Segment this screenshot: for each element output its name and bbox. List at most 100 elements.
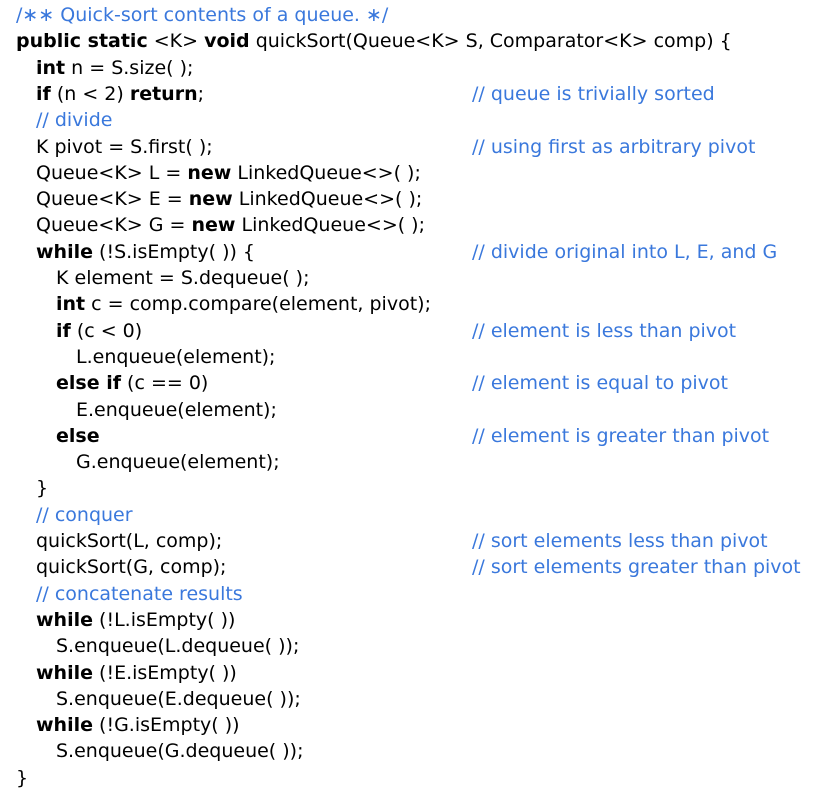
code-line: else if (c == 0) // element is equal to p… bbox=[0, 370, 835, 396]
keyword: else bbox=[56, 424, 100, 447]
code-text: S.enqueue(E.dequeue( )); bbox=[56, 686, 301, 712]
code-token: Queue<K> G = bbox=[36, 214, 192, 237]
code-text: Queue<K> E = new LinkedQueue<>( ); bbox=[36, 186, 422, 212]
code-token: G.enqueue(element); bbox=[76, 451, 280, 474]
code-token: S.enqueue(E.dequeue( )); bbox=[56, 687, 301, 710]
code-line: /∗∗ Quick-sort contents of a queue. ∗/ bbox=[0, 2, 835, 28]
code-text: if (c < 0) bbox=[56, 318, 142, 344]
code-text: else if (c == 0) bbox=[56, 370, 208, 396]
code-token: <K> bbox=[147, 30, 205, 53]
code-text: else bbox=[56, 423, 100, 449]
code-token: K element = S.dequeue( ); bbox=[56, 267, 310, 289]
comment-text: // divide bbox=[36, 109, 113, 132]
code-token: E.enqueue(element); bbox=[76, 398, 277, 421]
inline-comment: // using first as arbitrary pivot bbox=[472, 135, 756, 158]
inline-comment: // sort elements greater than pivot bbox=[472, 556, 801, 579]
code-token: LinkedQueue<>( ); bbox=[235, 214, 425, 237]
code-line: while (!S.isEmpty( )) { // divide origina… bbox=[0, 239, 835, 265]
code-token: (c == 0) bbox=[121, 372, 209, 395]
code-text: } bbox=[16, 765, 28, 791]
keyword: new bbox=[191, 214, 236, 237]
code-line: while (!E.isEmpty( )) bbox=[0, 660, 835, 686]
code-text: while (!S.isEmpty( )) { bbox=[36, 239, 255, 265]
code-line: if (n < 2) return; // queue is trivially … bbox=[0, 81, 835, 107]
keyword: while bbox=[36, 240, 93, 263]
code-token: S.enqueue(G.dequeue( )); bbox=[56, 740, 304, 763]
code-text: int c = comp.compare(element, pivot); bbox=[56, 291, 431, 317]
keyword: void bbox=[204, 30, 250, 53]
code-token: Queue<K> E = bbox=[36, 188, 189, 211]
code-text: K element = S.dequeue( ); bbox=[56, 265, 310, 291]
code-token: quickSort(Queue<K> S, Comparator<K> comp… bbox=[249, 30, 732, 53]
code-line: L.enqueue(element); bbox=[0, 344, 835, 370]
code-line: // concatenate results bbox=[0, 581, 835, 607]
keyword: new bbox=[187, 161, 232, 184]
code-text: while (!L.isEmpty( )) bbox=[36, 607, 235, 633]
keyword: new bbox=[188, 188, 233, 211]
code-token: S.enqueue(L.dequeue( )); bbox=[56, 635, 300, 658]
code-text: } bbox=[36, 475, 48, 501]
keyword: public static bbox=[16, 30, 148, 53]
code-text: while (!E.isEmpty( )) bbox=[36, 660, 237, 686]
code-line: } bbox=[0, 765, 835, 791]
code-token: (c < 0) bbox=[70, 319, 143, 342]
code-line: } bbox=[0, 475, 835, 501]
code-text: while (!G.isEmpty( )) bbox=[36, 712, 240, 738]
code-token: quickSort(G, comp); bbox=[36, 556, 227, 579]
inline-comment: // sort elements less than pivot bbox=[472, 530, 768, 552]
keyword: while bbox=[36, 714, 93, 737]
code-token: (!S.isEmpty( )) { bbox=[93, 240, 256, 263]
inline-comment: // element is equal to pivot bbox=[472, 372, 728, 395]
code-text: L.enqueue(element); bbox=[76, 344, 275, 370]
code-line: S.enqueue(L.dequeue( )); bbox=[0, 633, 835, 659]
code-line: E.enqueue(element); bbox=[0, 397, 835, 423]
code-token: (n < 2) bbox=[50, 82, 130, 105]
code-text: G.enqueue(element); bbox=[76, 449, 280, 475]
code-text: public static <K> void quickSort(Queue<K… bbox=[16, 28, 732, 54]
code-token: quickSort(L, comp); bbox=[36, 530, 223, 552]
inline-comment: // queue is trivially sorted bbox=[472, 82, 715, 105]
code-text: K pivot = S.first( ); bbox=[36, 134, 213, 160]
code-text: S.enqueue(L.dequeue( )); bbox=[56, 633, 299, 659]
code-line: // divide bbox=[0, 107, 835, 133]
code-text: Queue<K> G = new LinkedQueue<>( ); bbox=[36, 212, 425, 238]
code-line: while (!G.isEmpty( )) bbox=[0, 712, 835, 738]
comment-text: // conquer bbox=[36, 503, 133, 526]
code-token: n = S.size( ); bbox=[65, 56, 194, 79]
code-line: int c = comp.compare(element, pivot); bbox=[0, 291, 835, 317]
code-token: Queue<K> L = bbox=[36, 161, 188, 184]
code-token: } bbox=[36, 477, 49, 500]
code-line: Queue<K> L = new LinkedQueue<>( ); bbox=[0, 160, 835, 186]
keyword: int bbox=[56, 293, 86, 316]
code-line: while (!L.isEmpty( )) bbox=[0, 607, 835, 633]
inline-comment: // divide original into L, E, and G bbox=[472, 240, 778, 263]
code-token: (!E.isEmpty( )) bbox=[93, 661, 237, 684]
code-text: if (n < 2) return; bbox=[36, 81, 204, 107]
keyword: return bbox=[129, 82, 198, 105]
keyword: while bbox=[36, 608, 93, 631]
code-line: if (c < 0)// element is less than pivot bbox=[0, 318, 835, 344]
code-line: K pivot = S.first( ); // using first as a… bbox=[0, 134, 835, 160]
inline-comment: // element is greater than pivot bbox=[472, 424, 770, 447]
code-text: Queue<K> L = new LinkedQueue<>( ); bbox=[36, 160, 421, 186]
keyword: if bbox=[56, 319, 71, 342]
code-line: quickSort(L, comp); // sort elements less… bbox=[0, 528, 835, 554]
code-line: K element = S.dequeue( ); bbox=[0, 265, 835, 291]
keyword: if bbox=[36, 82, 51, 105]
code-line: int n = S.size( ); bbox=[0, 55, 835, 81]
code-token: } bbox=[16, 766, 29, 789]
code-token: L.enqueue(element); bbox=[76, 345, 276, 368]
keyword: else if bbox=[56, 372, 121, 395]
comment-text: // concatenate results bbox=[36, 582, 243, 605]
code-line: quickSort(G, comp); // sort elements grea… bbox=[0, 554, 835, 580]
code-token: c = comp.compare(element, pivot); bbox=[85, 293, 431, 316]
keyword: while bbox=[36, 661, 93, 684]
code-line: G.enqueue(element); bbox=[0, 449, 835, 475]
code-text: quickSort(G, comp); bbox=[36, 554, 226, 580]
code-line: Queue<K> G = new LinkedQueue<>( ); bbox=[0, 212, 835, 238]
code-token: LinkedQueue<>( ); bbox=[231, 161, 421, 184]
code-text: int n = S.size( ); bbox=[36, 55, 193, 81]
code-line: else // element is greater than pivot bbox=[0, 423, 835, 449]
code-line: Queue<K> E = new LinkedQueue<>( ); bbox=[0, 186, 835, 212]
